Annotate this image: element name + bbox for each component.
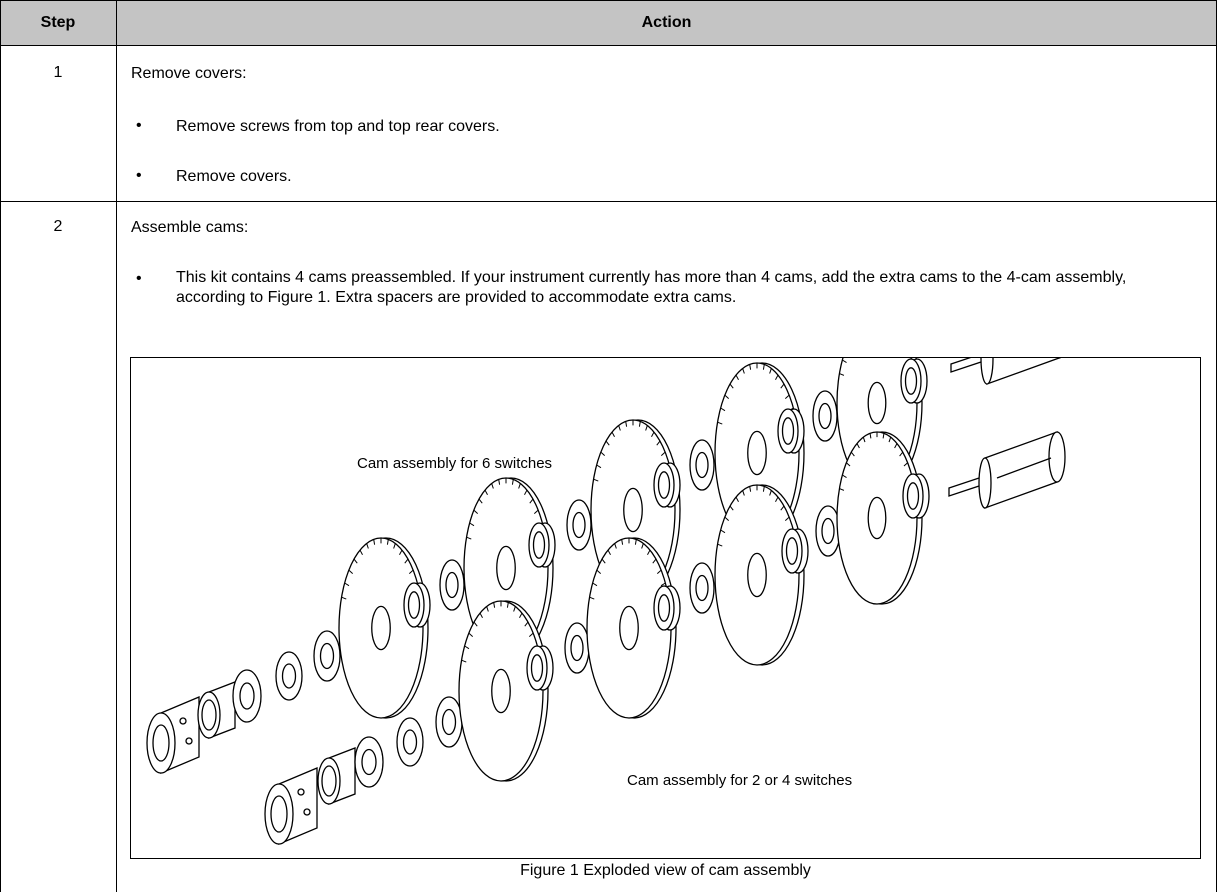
cam-hub (566, 499, 592, 551)
spacer-washer (653, 585, 681, 631)
spacer-washer (403, 582, 431, 628)
figure-caption: Figure 1 Exploded view of cam assembly (520, 862, 811, 879)
label-six-switches: Cam assembly for 6 switches (357, 455, 553, 472)
bullet-icon: • (136, 167, 142, 184)
step-bullet: Remove screws from top and top rear cove… (176, 118, 500, 135)
cam-hub (812, 390, 838, 442)
cam-shaft (950, 358, 1062, 385)
header-step: Step (40, 14, 76, 31)
end-collar (146, 696, 200, 774)
spacer-sleeve (197, 681, 236, 739)
bullet-icon: • (136, 117, 142, 134)
cam-disk (836, 431, 923, 605)
cam-disk (714, 484, 805, 666)
cam-disk (586, 537, 677, 719)
step-number: 2 (53, 218, 63, 235)
cam-disk (338, 537, 429, 719)
spacer-washer (902, 473, 930, 519)
cam-hub (354, 736, 384, 788)
table-border-top (0, 0, 1217, 1)
step-title: Remove covers: (131, 65, 247, 82)
header-action: Action (641, 14, 692, 31)
row-divider (0, 201, 1217, 202)
step-number: 1 (53, 64, 63, 81)
step-title: Assemble cams: (131, 219, 249, 236)
table-border-left (0, 0, 1, 892)
cam-disk (458, 600, 549, 782)
cam-hub (313, 630, 341, 682)
spacer-washer (653, 462, 681, 508)
cam-hub (232, 669, 262, 723)
spacer-washer (777, 408, 805, 454)
table-header-background (1, 1, 1216, 45)
cam-hub (435, 696, 463, 748)
step-bullet: This kit contains 4 cams preassembled. I… (176, 269, 1127, 306)
spacer-sleeve (317, 747, 356, 805)
spacer-washer (781, 528, 809, 574)
cam-hub (815, 505, 841, 557)
bullet-icon: • (136, 270, 142, 287)
cam-assembly-drawing (146, 358, 1066, 845)
spacer-washer (900, 358, 928, 404)
cam-hub (396, 717, 424, 767)
exploded-view-figure: Cam assembly for 6 switches Cam assembly… (130, 357, 1201, 859)
step-bullet: Remove covers. (176, 168, 292, 185)
column-divider (116, 0, 117, 892)
cam-shaft (948, 431, 1066, 509)
header-divider (0, 45, 1217, 46)
cam-hub (275, 651, 303, 701)
label-two-four-switches: Cam assembly for 2 or 4 switches (627, 772, 853, 789)
end-collar (264, 767, 318, 845)
cam-hub (439, 559, 465, 611)
spacer-washer (528, 522, 556, 568)
cam-hub (689, 439, 715, 491)
cam-hub (689, 562, 715, 614)
spacer-washer (526, 645, 554, 691)
cam-hub (564, 622, 590, 674)
